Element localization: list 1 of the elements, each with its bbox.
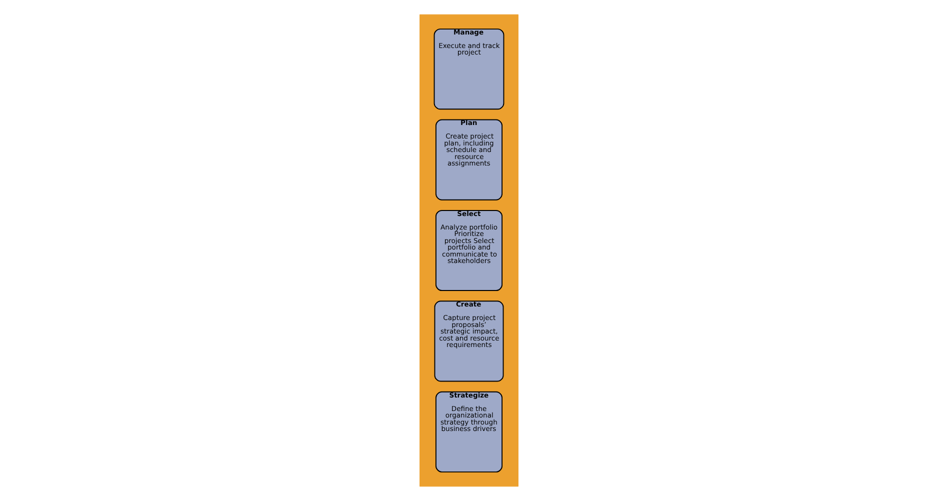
cluster xyxy=(419,14,518,487)
